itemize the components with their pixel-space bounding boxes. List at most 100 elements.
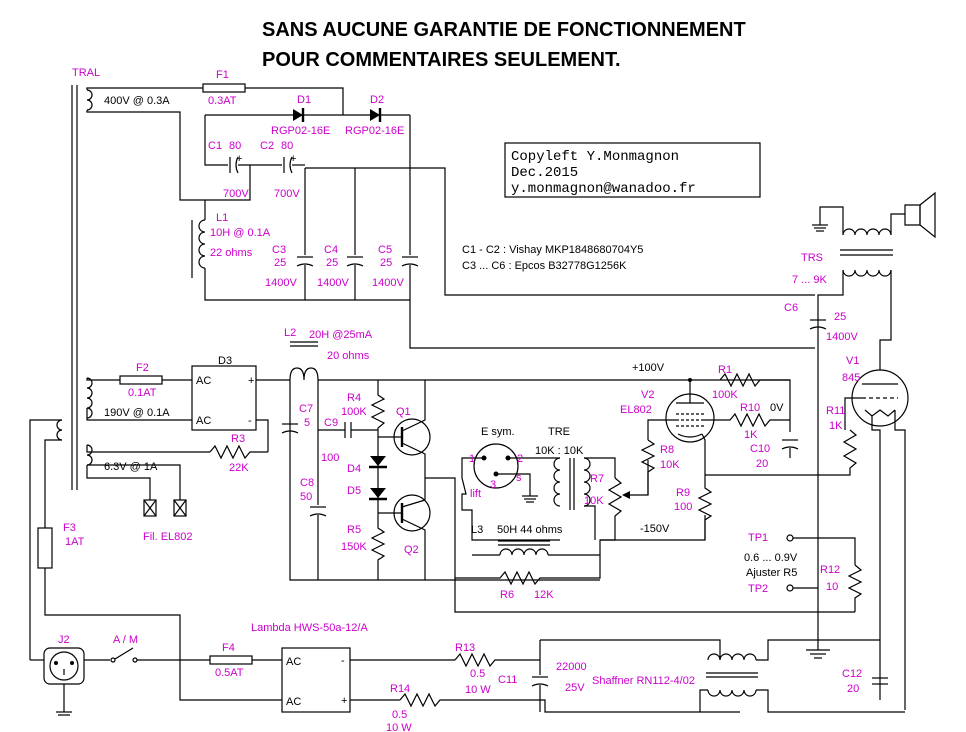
d4-label: D4: [347, 463, 361, 475]
resistor-r10: [704, 412, 790, 428]
input-wiring: [455, 443, 706, 586]
input-transformer-tre: [553, 457, 561, 507]
d5-label: D5: [347, 485, 361, 497]
bias-supply-wiring: [86, 341, 855, 613]
fuse-f1: [202, 83, 246, 93]
r8-label: R8: [660, 444, 674, 456]
fuse-f3: [37, 527, 53, 569]
trs-value: 7 ... 9K: [792, 274, 828, 286]
d3-label: D3: [218, 355, 232, 367]
bias-adjust-note: Ajuster R5: [746, 567, 797, 579]
psu-plus: +: [341, 695, 347, 707]
f1-value: 0.3AT: [208, 95, 237, 107]
c7-label: C7: [299, 403, 313, 415]
c11-label: C11: [498, 674, 517, 686]
c1-voltage: 700V: [223, 188, 249, 200]
xlr-pin-s: s: [516, 472, 522, 484]
d1-label: D1: [297, 94, 311, 106]
lift-switch-label[interactable]: lift: [470, 488, 481, 500]
resistor-r13: [454, 652, 540, 668]
c2-voltage: 700V: [274, 188, 300, 200]
c6-value: 25: [834, 311, 846, 323]
choke-l1: [198, 219, 206, 269]
lambda-label: Lambda HWS-50a-12/A: [251, 622, 368, 634]
c5-label: C5: [378, 244, 392, 256]
c2-label: C2: [260, 140, 274, 152]
v2-value: EL802: [620, 404, 652, 416]
d3-ac-bottom: AC: [196, 415, 211, 427]
r13-value: 0.5: [470, 668, 485, 680]
common-mode-choke: [707, 653, 757, 661]
c11-voltage: 25V: [565, 682, 585, 694]
r9-value: 100: [674, 501, 692, 513]
f3-label: F3: [63, 522, 76, 534]
tube-v2-el802: [647, 380, 715, 478]
c7-value: 5: [304, 417, 310, 429]
tral-hv-winding: 400V @ 0.3A: [104, 95, 170, 107]
d3-minus: -: [248, 415, 252, 427]
output-transformer-trs: [812, 191, 936, 650]
c11-value: 22000: [556, 661, 587, 673]
l1-resistance: 22 ohms: [210, 247, 253, 259]
r11-value: 1K: [829, 420, 843, 432]
resistor-r6: [455, 555, 601, 586]
r13-power: 10 W: [465, 684, 491, 696]
c1-value: 80: [229, 140, 241, 152]
copyleft-box: [504, 142, 761, 198]
f2-value: 0.1AT: [128, 387, 157, 399]
resistor-r9: [697, 478, 713, 540]
r10-0v: 0V: [770, 402, 784, 414]
c10-value: 20: [756, 458, 768, 470]
resistor-r4: [370, 380, 386, 450]
b-minus-150v: -150V: [640, 523, 670, 535]
disclaimer-line2: POUR COMMENTAIRES SEULEMENT.: [262, 49, 621, 71]
c2-polarity: +: [290, 153, 296, 165]
test-point-tp1[interactable]: [786, 534, 794, 542]
copyleft-date: Dec.2015: [511, 165, 578, 181]
b-plus-100v: +100V: [632, 362, 665, 374]
trs-label: TRS: [801, 252, 823, 264]
r12-label: R12: [820, 564, 840, 576]
c10-label: C10: [750, 443, 770, 455]
v1-value: 845: [842, 372, 860, 384]
speaker-icon: [919, 191, 936, 239]
resistor-r3: [209, 444, 268, 460]
psu-minus: -: [341, 655, 345, 667]
v2-label: V2: [641, 389, 654, 401]
filament-terminal-1: [143, 499, 157, 517]
xlr-pin-2: 2: [517, 453, 523, 465]
choke-l3: [499, 548, 549, 556]
l2-resistance: 20 ohms: [327, 350, 370, 362]
resistor-r14: [399, 692, 740, 713]
power-switch[interactable]: [114, 647, 134, 660]
r1-label: R1: [718, 364, 732, 376]
shaffner-label: Shaffner RN112-4/02: [592, 675, 695, 687]
c3-value: 25: [274, 257, 286, 269]
psu-ac-top: AC: [286, 656, 301, 668]
f3-value: 1AT: [65, 536, 85, 548]
v1-label: V1: [846, 355, 859, 367]
xlr-pin-1: 1: [469, 453, 475, 465]
c4-voltage: 1400V: [317, 277, 349, 289]
q1-label: Q1: [396, 406, 411, 418]
r3-label: R3: [231, 433, 245, 445]
test-point-tp2[interactable]: [786, 584, 794, 592]
xlr-label: E sym.: [481, 426, 515, 438]
c8-label: C8: [300, 477, 314, 489]
c5-voltage: 1400V: [372, 277, 404, 289]
c6-voltage: 1400V: [826, 331, 858, 343]
r4-value: 100K: [341, 406, 367, 418]
resistor-r11: [705, 429, 858, 476]
c3-label: C3: [272, 244, 286, 256]
d1-value: RGP02-16E: [271, 125, 330, 137]
f1-label: F1: [216, 69, 229, 81]
c1-label: C1: [208, 140, 222, 152]
resistor-r5: [370, 520, 386, 580]
xlr-pin-3: 3: [490, 479, 496, 491]
xlr-input-connector[interactable]: [473, 443, 519, 489]
c9-value: 100: [321, 452, 339, 464]
r14-power: 10 W: [386, 722, 412, 732]
rectifier-d3: [191, 365, 257, 431]
l3-label: L3: [471, 524, 483, 536]
r5-label: R5: [347, 524, 361, 536]
